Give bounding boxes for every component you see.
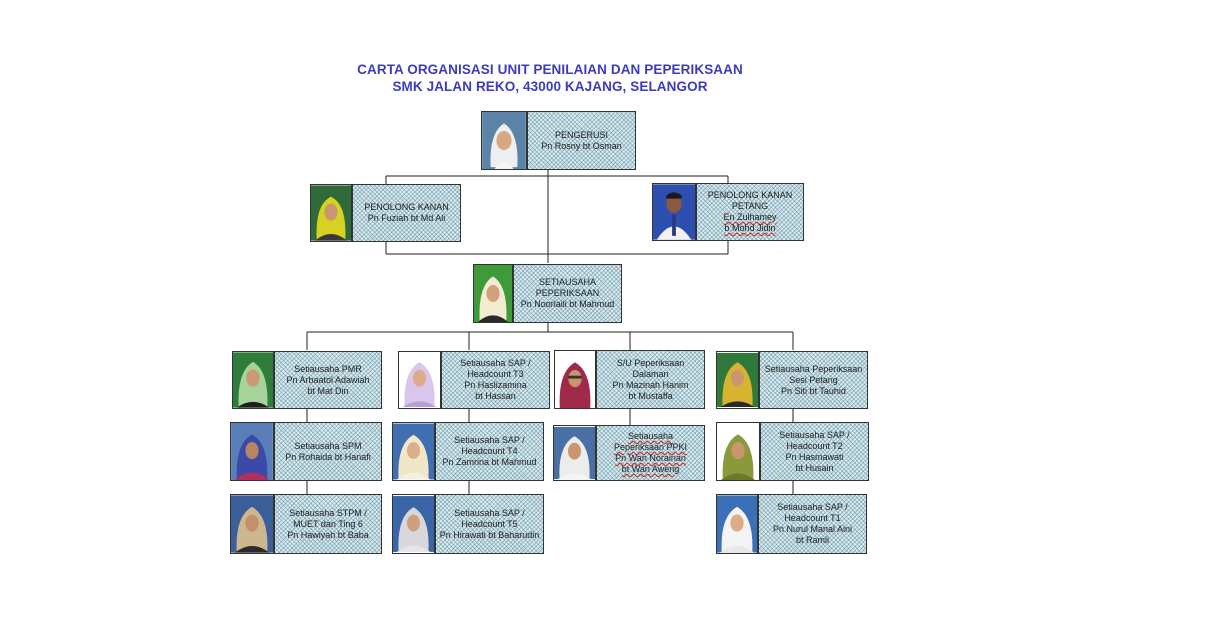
setiausaha-t4-photo [392,422,435,481]
pengerusi-name: Pn Rosny bt Osman [541,140,622,151]
pengerusi-role: PENGERUSI [554,129,608,140]
setiausaha-t5-photo [392,494,435,554]
setiausaha-spm-name: Pn Rohaida bt Hanafi [285,451,371,462]
setiausaha-spm-photo [230,422,274,481]
su-dalaman-name-2: bt Mustaffa [628,390,673,401]
setiausaha-t4-role: Setiausaha SAP / [454,435,525,445]
setiausaha-peperiksaan-role-2: PEPERIKSAAN [535,288,600,298]
penolong-kanan-petang-role-2: PETANG [731,201,769,211]
setiausaha-t1-name: Pn Nurul Manal Aini [772,524,853,534]
setiausaha-t3-box: Setiausaha SAP / Headcount T3 Pn Hasliza… [441,351,550,409]
penolong-kanan-box: PENOLONG KANAN Pn Fuziah bt Md Ali [352,184,461,242]
setiausaha-t1-box: Setiausaha SAP / Headcount T1 Pn Nurul M… [758,494,867,554]
setiausaha-ppki-name-2: bt Wan Aweng [621,464,680,474]
setiausaha-t4-name: Pn Zamrina bt Mahmud [442,457,537,467]
setiausaha-t4-role-2: Headcount T4 [461,446,518,456]
setiausaha-peperiksaan-name: Pn Noorlaili bt Mahmud [520,299,615,309]
su-dalaman-role: S/U Peperiksaan [616,357,685,368]
setiausaha-t1-name-2: bt Ramli [795,535,829,545]
setiausaha-t3-name: Pn Haslizamina [464,380,527,390]
setiausaha-peperiksaan-photo [473,264,513,323]
setiausaha-spm-box: Setiausaha SPM Pn Rohaida bt Hanafi [274,422,382,481]
setiausaha-petang-role: Setiausaha Peperiksaan [764,363,863,374]
pengerusi-box: PENGERUSI Pn Rosny bt Osman [527,111,636,170]
setiausaha-ppki-box: Setiausaha Peperiksaan PPKI Pn Wan Norai… [596,425,705,481]
setiausaha-t2-name: Pn Hasmawati [785,451,844,462]
setiausaha-peperiksaan-role: SETIAUSAHA [538,277,596,287]
setiausaha-pmr-box: Setiausaha PMR Pn Arbaatol Adawiah bt Ma… [274,351,382,409]
setiausaha-stpm-role-2: MUET dan Ting 6 [293,518,363,529]
setiausaha-t1-role: Setiausaha SAP / [777,502,848,512]
penolong-kanan-role: PENOLONG KANAN [364,202,449,212]
setiausaha-pmr-name: Pn Arbaatol Adawiah [286,374,370,385]
setiausaha-t3-role: Setiausaha SAP / [460,358,531,368]
setiausaha-t4-box: Setiausaha SAP / Headcount T4 Pn Zamrina… [435,422,544,481]
setiausaha-t5-name: Pn Hirawati bt Baharudin [439,529,540,540]
setiausaha-t1-role-2: Headcount T1 [784,513,841,523]
setiausaha-pmr-role: Setiausaha PMR [294,363,362,374]
penolong-kanan-petang-role: PENOLONG KANAN [707,190,793,200]
penolong-kanan-petang-photo [652,183,696,241]
setiausaha-petang-name: Pn Siti bt Tauhid [781,385,846,396]
setiausaha-pmr-name-2: bt Mat Din [307,385,349,396]
setiausaha-t2-role: Setiausaha SAP / [779,429,850,440]
setiausaha-stpm-role: Setiausaha STPM / [289,507,367,518]
penolong-kanan-petang-box: PENOLONG KANAN PETANG En Zulhamey b Mohd… [696,183,804,241]
setiausaha-t5-role: Setiausaha SAP / [454,507,525,518]
pengerusi-photo [481,111,527,170]
setiausaha-spm-role: Setiausaha SPM [294,440,362,451]
setiausaha-peperiksaan-box: SETIAUSAHA PEPERIKSAAN Pn Noorlaili bt M… [513,264,622,323]
setiausaha-stpm-photo [230,494,274,554]
setiausaha-t2-role-2: Headcount T2 [786,440,843,451]
setiausaha-stpm-box: Setiausaha STPM / MUET dan Ting 6 Pn Haw… [274,494,382,554]
setiausaha-ppki-name: Pn Wan Norainan [615,453,686,463]
su-dalaman-name: Pn Mazinah Hanim [612,379,689,390]
setiausaha-t3-photo [398,351,441,409]
setiausaha-t2-box: Setiausaha SAP / Headcount T2 Pn Hasmawa… [760,422,869,481]
setiausaha-t3-name-2: bt Hassan [475,391,516,401]
chart-title-line1: CARTA ORGANISASI UNIT PENILAIAN DAN PEPE… [357,62,743,77]
setiausaha-ppki-role: Setiausaha [627,431,674,441]
setiausaha-ppki-role-2: Peperiksaan PPKI [613,442,688,452]
setiausaha-stpm-name: Pn Hawiyah bt Baba [287,529,369,540]
setiausaha-ppki-photo [553,425,596,481]
setiausaha-petang-box: Setiausaha Peperiksaan Sesi Petang Pn Si… [759,351,868,409]
setiausaha-t5-box: Setiausaha SAP / Headcount T5 Pn Hirawat… [435,494,544,554]
penolong-kanan-photo [310,184,352,242]
setiausaha-petang-photo [716,351,759,409]
su-dalaman-box: S/U Peperiksaan Dalaman Pn Mazinah Hanim… [596,350,705,409]
setiausaha-t2-name-2: bt Husain [795,462,834,473]
su-dalaman-role-2: Dalaman [632,368,669,379]
penolong-kanan-petang-name-2: b Mohd Jidin [724,223,776,233]
chart-title-line2: SMK JALAN REKO, 43000 KAJANG, SELANGOR [392,79,708,94]
su-dalaman-photo [554,350,596,409]
setiausaha-t2-photo [716,422,760,481]
penolong-kanan-name: Pn Fuziah bt Md Ali [367,213,446,223]
setiausaha-t5-role-2: Headcount T5 [461,518,518,529]
setiausaha-t1-photo [716,494,758,554]
setiausaha-pmr-photo [232,351,274,409]
setiausaha-t3-role-2: Headcount T3 [467,369,524,379]
penolong-kanan-petang-name: En Zulhamey [723,212,777,222]
setiausaha-petang-role-2: Sesi Petang [789,374,838,385]
